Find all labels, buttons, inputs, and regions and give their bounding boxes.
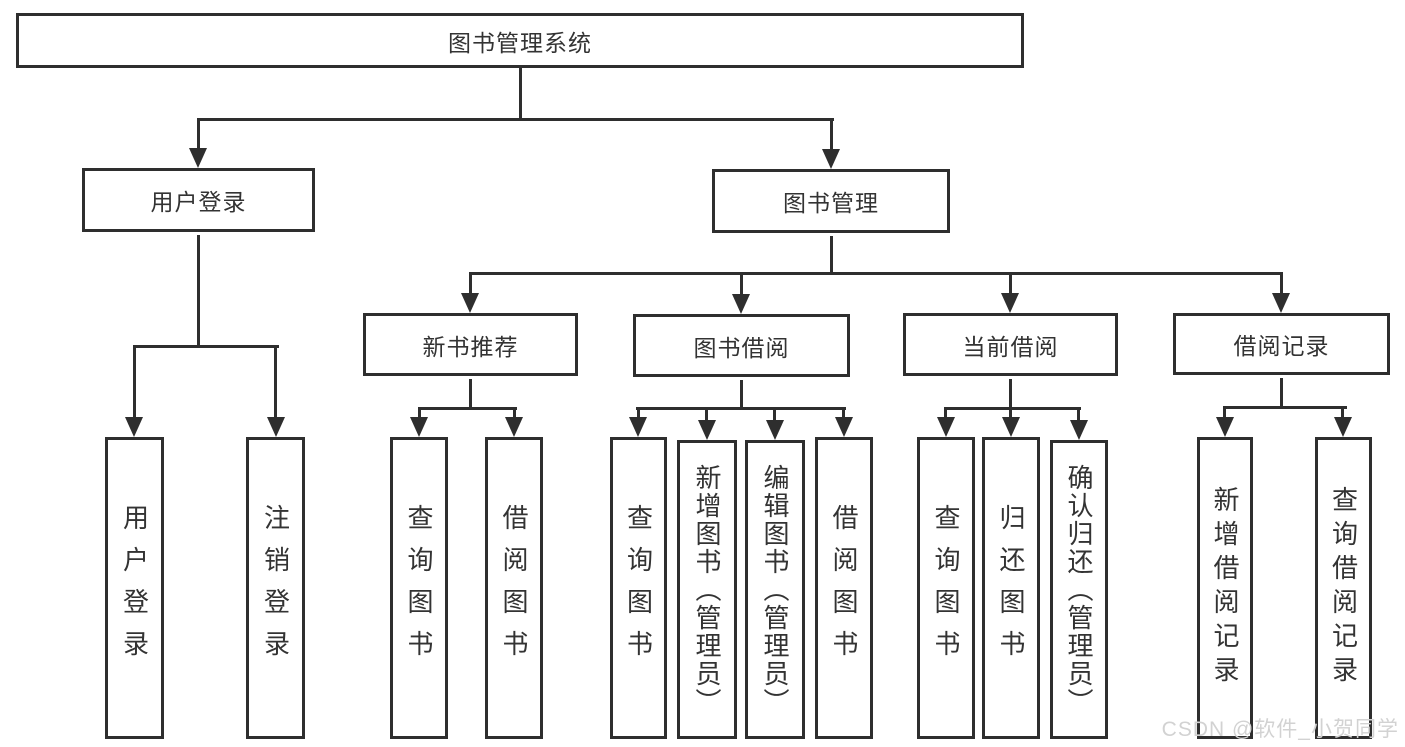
node-leaf-confirm-return-admin: 确认归还（管理员）	[1050, 440, 1108, 739]
connector-line	[636, 407, 846, 410]
node-book-borrowing: 图书借阅	[633, 314, 850, 377]
node-borrow-records: 借阅记录	[1173, 313, 1390, 375]
node-leaf-borrow-books-1: 借阅图书	[485, 437, 543, 739]
node-leaf-query-books-3: 查询图书	[917, 437, 975, 739]
arrowhead-down-icon	[267, 417, 285, 437]
node-book-management: 图书管理	[712, 169, 950, 233]
arrowhead-down-icon	[125, 417, 143, 437]
node-leaf-user-login: 用户登录	[105, 437, 164, 739]
connector-line	[513, 410, 516, 422]
connector-line	[197, 118, 834, 121]
node-leaf-query-books-1: 查询图书	[390, 437, 448, 739]
node-leaf-borrow-books-2: 借阅图书	[815, 437, 873, 739]
connector-line	[1223, 406, 1347, 409]
node-new-book-recommend: 新书推荐	[363, 313, 578, 376]
node-leaf-add-borrow-record: 新增借阅记录	[1197, 437, 1253, 739]
connector-line	[740, 275, 743, 298]
connector-line	[197, 121, 200, 151]
connector-line	[1280, 378, 1283, 408]
node-leaf-logout: 注销登录	[246, 437, 305, 739]
connector-line	[1077, 410, 1080, 424]
node-leaf-query-books-2: 查询图书	[610, 437, 667, 739]
connector-line	[773, 410, 776, 424]
arrowhead-down-icon	[766, 420, 784, 440]
connector-line	[944, 407, 1081, 410]
connector-line	[637, 410, 640, 422]
arrowhead-down-icon	[1334, 417, 1352, 437]
connector-line	[842, 410, 845, 422]
csdn-watermark: CSDN @软件_小贺同学	[1161, 718, 1399, 741]
node-leaf-query-borrow-record: 查询借阅记录	[1315, 437, 1372, 739]
connector-line	[133, 345, 279, 348]
connector-line	[469, 272, 1283, 275]
connector-line	[944, 410, 947, 422]
connector-line	[1280, 275, 1283, 297]
arrowhead-down-icon	[629, 417, 647, 437]
connector-line	[274, 348, 277, 420]
arrowhead-down-icon	[1001, 293, 1019, 313]
connector-line	[418, 407, 517, 410]
arrowhead-down-icon	[410, 417, 428, 437]
arrowhead-down-icon	[822, 149, 840, 169]
connector-line	[830, 236, 833, 274]
arrowhead-down-icon	[1216, 417, 1234, 437]
connector-line	[418, 410, 421, 422]
arrowhead-down-icon	[189, 148, 207, 168]
connector-line	[830, 121, 833, 152]
connector-line	[1009, 275, 1012, 297]
node-leaf-edit-book-admin: 编辑图书（管理员）	[745, 440, 805, 739]
node-current-borrowing: 当前借阅	[903, 313, 1118, 376]
connector-line	[1009, 379, 1012, 409]
arrowhead-down-icon	[1272, 293, 1290, 313]
arrowhead-down-icon	[505, 417, 523, 437]
arrowhead-down-icon	[732, 294, 750, 314]
connector-line	[133, 348, 136, 420]
arrowhead-down-icon	[835, 417, 853, 437]
arrowhead-down-icon	[461, 293, 479, 313]
node-user-login: 用户登录	[82, 168, 315, 232]
connector-line	[197, 235, 200, 347]
connector-line	[469, 379, 472, 409]
node-root: 图书管理系统	[16, 13, 1024, 68]
arrowhead-down-icon	[1070, 420, 1088, 440]
connector-line	[519, 68, 522, 120]
connector-line	[740, 380, 743, 409]
connector-line	[469, 275, 472, 297]
node-leaf-add-book-admin: 新增图书（管理员）	[677, 440, 737, 739]
connector-line	[1009, 410, 1012, 422]
connector-line	[1223, 409, 1226, 421]
connector-line	[1341, 409, 1344, 421]
arrowhead-down-icon	[1002, 417, 1020, 437]
connector-line	[705, 410, 708, 424]
arrowhead-down-icon	[937, 417, 955, 437]
node-leaf-return-books: 归还图书	[982, 437, 1040, 739]
arrowhead-down-icon	[698, 420, 716, 440]
